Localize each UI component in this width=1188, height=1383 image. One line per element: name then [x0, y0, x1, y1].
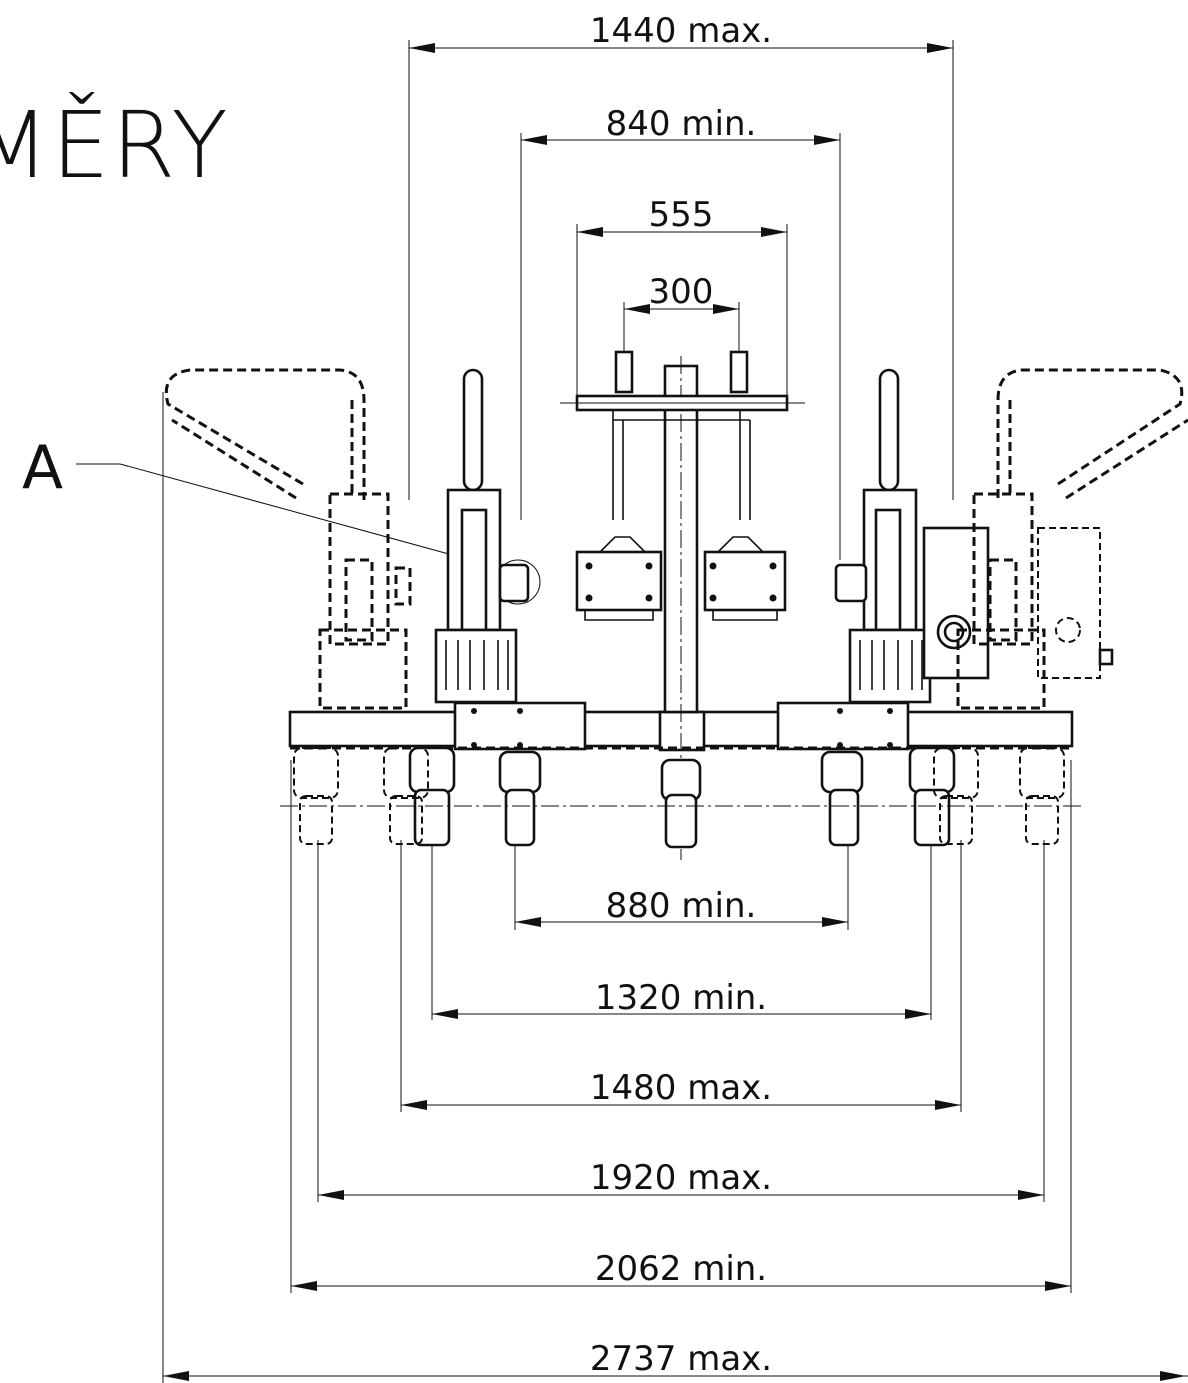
dim-300-label: 300 [649, 272, 714, 312]
dim-555-label: 555 [649, 195, 714, 235]
dim-840-label: 840 min. [606, 104, 757, 144]
dim-2737-label: 2737 max. [590, 1339, 772, 1379]
arm-units [434, 368, 1114, 704]
dim-1320-label: 1320 min. [595, 978, 767, 1018]
dim-1920-label: 1920 max. [590, 1158, 772, 1198]
dim-880-label: 880 min. [606, 886, 757, 926]
dimension-labels: 1440 max. 840 min. 555 300 880 min. 1320… [590, 11, 772, 1379]
page-title: MĚRY [0, 92, 230, 199]
wheels [280, 746, 1084, 849]
dim-1440-label: 1440 max. [590, 11, 772, 51]
detail-callout-a: A [22, 433, 541, 605]
machine-frame [288, 350, 1074, 860]
detail-label: A [22, 433, 63, 503]
dim-2062-label: 2062 min. [595, 1249, 767, 1289]
dimension-lines [162, 40, 1188, 1383]
dim-1480-label: 1480 max. [590, 1068, 772, 1108]
